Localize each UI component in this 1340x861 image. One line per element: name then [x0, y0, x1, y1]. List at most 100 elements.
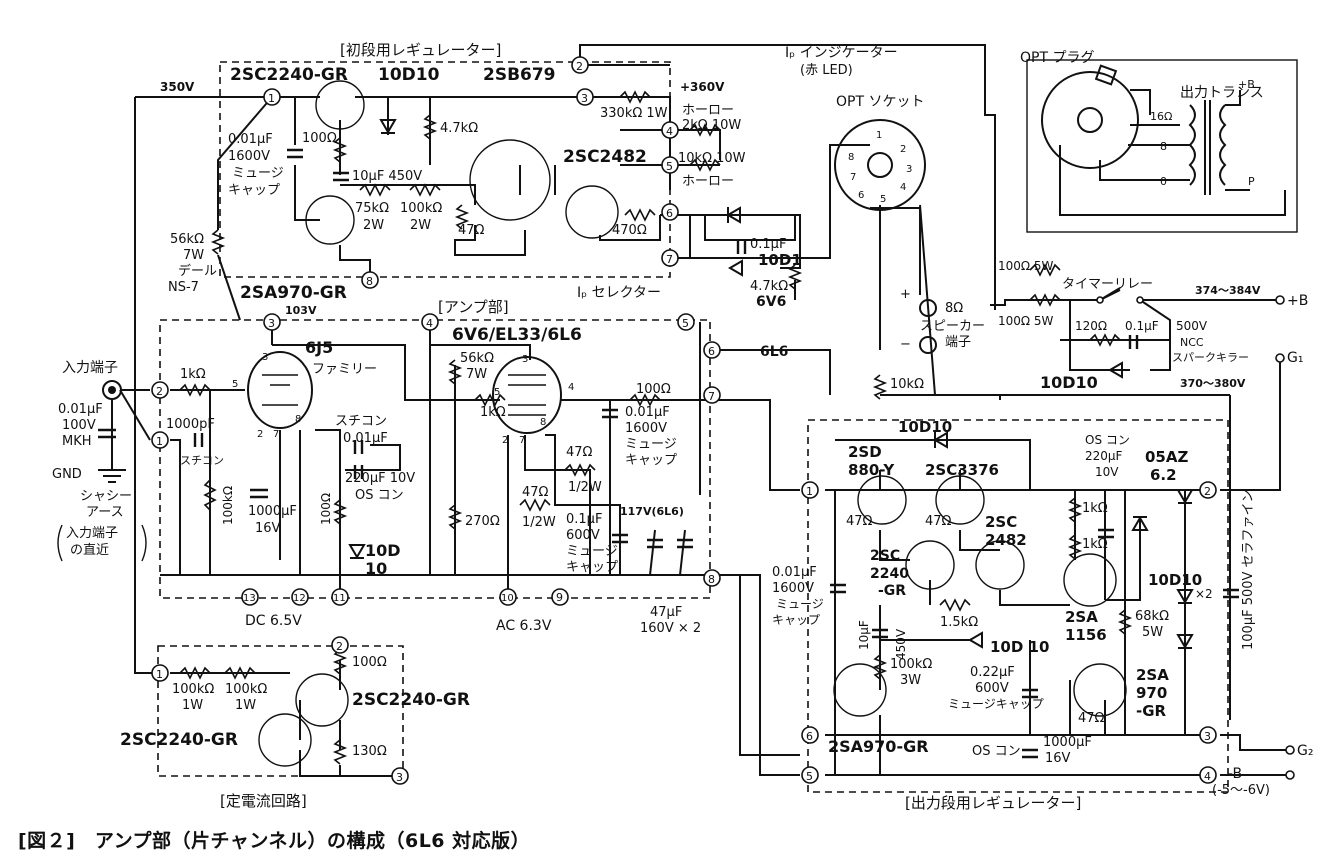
node-4-c: 4: [1204, 770, 1211, 783]
or-c1000u-t: OS コン: [972, 744, 1021, 759]
tube1-pin-7: 7: [273, 429, 279, 440]
timer-label: タイマーリレー: [1062, 277, 1153, 292]
gnd-label: GND: [52, 467, 82, 482]
tube2-pin-3: 3: [522, 354, 528, 365]
r100-5w-b: 100Ω 5W: [998, 314, 1054, 328]
cc-r130: 130Ω: [352, 744, 387, 759]
or-r15k: 1.5kΩ: [940, 615, 978, 630]
node-5-a: 5: [666, 160, 673, 173]
or-r47-c: 47Ω: [1078, 711, 1105, 726]
or-myuji-2: キャップ: [772, 613, 820, 627]
trans-0: 0: [1160, 175, 1167, 188]
c001-b: 0.01μF: [343, 431, 388, 446]
node-6-b: 6: [708, 345, 715, 358]
amp-d-a-label: 10D: [365, 541, 401, 560]
or-zener-a-label: 05AZ: [1145, 448, 1188, 466]
q3-label: 2SC2482: [563, 147, 647, 167]
node-13: 13: [243, 593, 256, 604]
g2: G₂: [1297, 743, 1313, 759]
ground-symbol: [98, 450, 126, 483]
or-c022-v: 600V: [975, 681, 1009, 696]
ip-indicator-2: (赤 LED): [800, 63, 853, 78]
output-stage-regulator-box: [807, 419, 1229, 793]
ip-selector-label: Iₚ セレクター: [577, 285, 661, 301]
cc-r100k-a: 100kΩ: [172, 682, 214, 697]
myuji-4: キャップ: [625, 453, 677, 468]
stycon-2: スチコン: [335, 414, 387, 429]
r270: 270Ω: [465, 514, 500, 529]
r1k-g: 1kΩ: [480, 405, 506, 420]
spk-ohm: 8Ω: [945, 301, 963, 316]
socket-pin-8: 8: [848, 152, 854, 163]
resistors: [179, 90, 1133, 765]
trans-b: +B: [1238, 78, 1255, 91]
myuji-3: ミュージ: [625, 437, 677, 452]
tube2-pin-5: 5: [494, 387, 500, 398]
transistors: [258, 80, 1127, 767]
r47-q2: 47Ω: [458, 223, 485, 238]
labels: 1 2 3 4 5 6 7 8 3 4 5 6 7 2 1 13 12 11 1…: [52, 45, 1313, 798]
c47u: 47μF: [650, 605, 682, 620]
node-4-a: 4: [666, 125, 673, 138]
neg-b-range: (-5～-6V): [1212, 783, 1270, 798]
node-5-b: 5: [682, 317, 689, 330]
r120: 120Ω: [1075, 319, 1107, 333]
or-q7a-label: 2SA: [1136, 666, 1169, 684]
node-1-b: 1: [156, 435, 163, 448]
node-2-b: 2: [156, 385, 163, 398]
c01-spark: 0.1μF: [1125, 319, 1159, 333]
timer-relay-contact: [1099, 287, 1121, 301]
trans-8: 8: [1160, 140, 1167, 153]
r100k-grid: 100kΩ: [221, 486, 235, 525]
r100-5w-a: 100Ω 5W: [998, 259, 1054, 273]
tube1-label: 6J5: [305, 338, 333, 357]
dale-ns: NS-7: [168, 280, 199, 295]
or-r47-b: 47Ω: [925, 514, 952, 529]
r47-aw: 1/2W: [568, 480, 602, 495]
r47-bw: 1/2W: [522, 515, 556, 530]
ac-63v: AC 6.3V: [496, 618, 552, 634]
node-6-a: 6: [666, 207, 673, 220]
tube2-pin-7: 7: [519, 435, 525, 446]
or-r47-a: 47Ω: [846, 514, 873, 529]
r1k-in: 1kΩ: [180, 367, 206, 382]
ip-indicator-1: Iₚ インジケーター: [785, 45, 898, 61]
r100-g2: 100Ω: [636, 382, 671, 397]
r100-k: 100Ω: [319, 493, 333, 525]
or-c1000u: 1000μF: [1043, 735, 1092, 750]
near-2: の直近: [70, 543, 109, 558]
oscon-1: OS コン: [355, 488, 404, 503]
socket-pin-7: 7: [850, 172, 856, 183]
in-c: 0.01μF: [58, 402, 103, 417]
g1: G₁: [1287, 350, 1303, 366]
or-q1b-label: 880-Y: [848, 461, 895, 479]
speaker-plus-terminal: [919, 299, 937, 317]
first-stage-regulator-label: [初段用レギュレーター]: [340, 41, 501, 59]
r56k-1: 56kΩ: [170, 232, 204, 247]
c01-600v: 600V: [566, 528, 600, 543]
or-q5a-label: 2SA: [1065, 608, 1098, 626]
voltage-370: 370～380V: [1180, 377, 1246, 390]
r75k-w: 2W: [363, 218, 384, 233]
or-d1-label: 10D10: [898, 418, 952, 436]
or-c1000u-v: 16V: [1045, 751, 1071, 766]
plus-b: +B: [1287, 293, 1308, 309]
socket-pin-1: 1: [876, 130, 882, 141]
node-1-c: 1: [156, 668, 163, 681]
tube2-pin-8: 8: [540, 417, 546, 428]
r56k-2w: 7W: [466, 367, 487, 382]
or-q7b-label: 970: [1136, 684, 1167, 702]
opt-socket: 1 2 3 4 5 6 7 8: [834, 119, 926, 211]
trans-p: P: [1248, 175, 1255, 188]
or-oscon: OS コン: [1085, 433, 1130, 447]
speaker-minus-terminal: [919, 336, 937, 354]
amp-d-b-label: 10: [365, 559, 387, 578]
node-7-b: 7: [708, 390, 715, 403]
trans-16: 16Ω: [1150, 110, 1172, 123]
r100k-w: 2W: [410, 218, 431, 233]
or-d3a-label: 10D10: [1148, 571, 1202, 589]
tube1-pin-8: 8: [295, 414, 301, 425]
myuji-1: ミュージ: [232, 166, 284, 181]
or-c022: 0.22μF: [970, 665, 1015, 680]
r47-a: 47Ω: [566, 445, 593, 460]
